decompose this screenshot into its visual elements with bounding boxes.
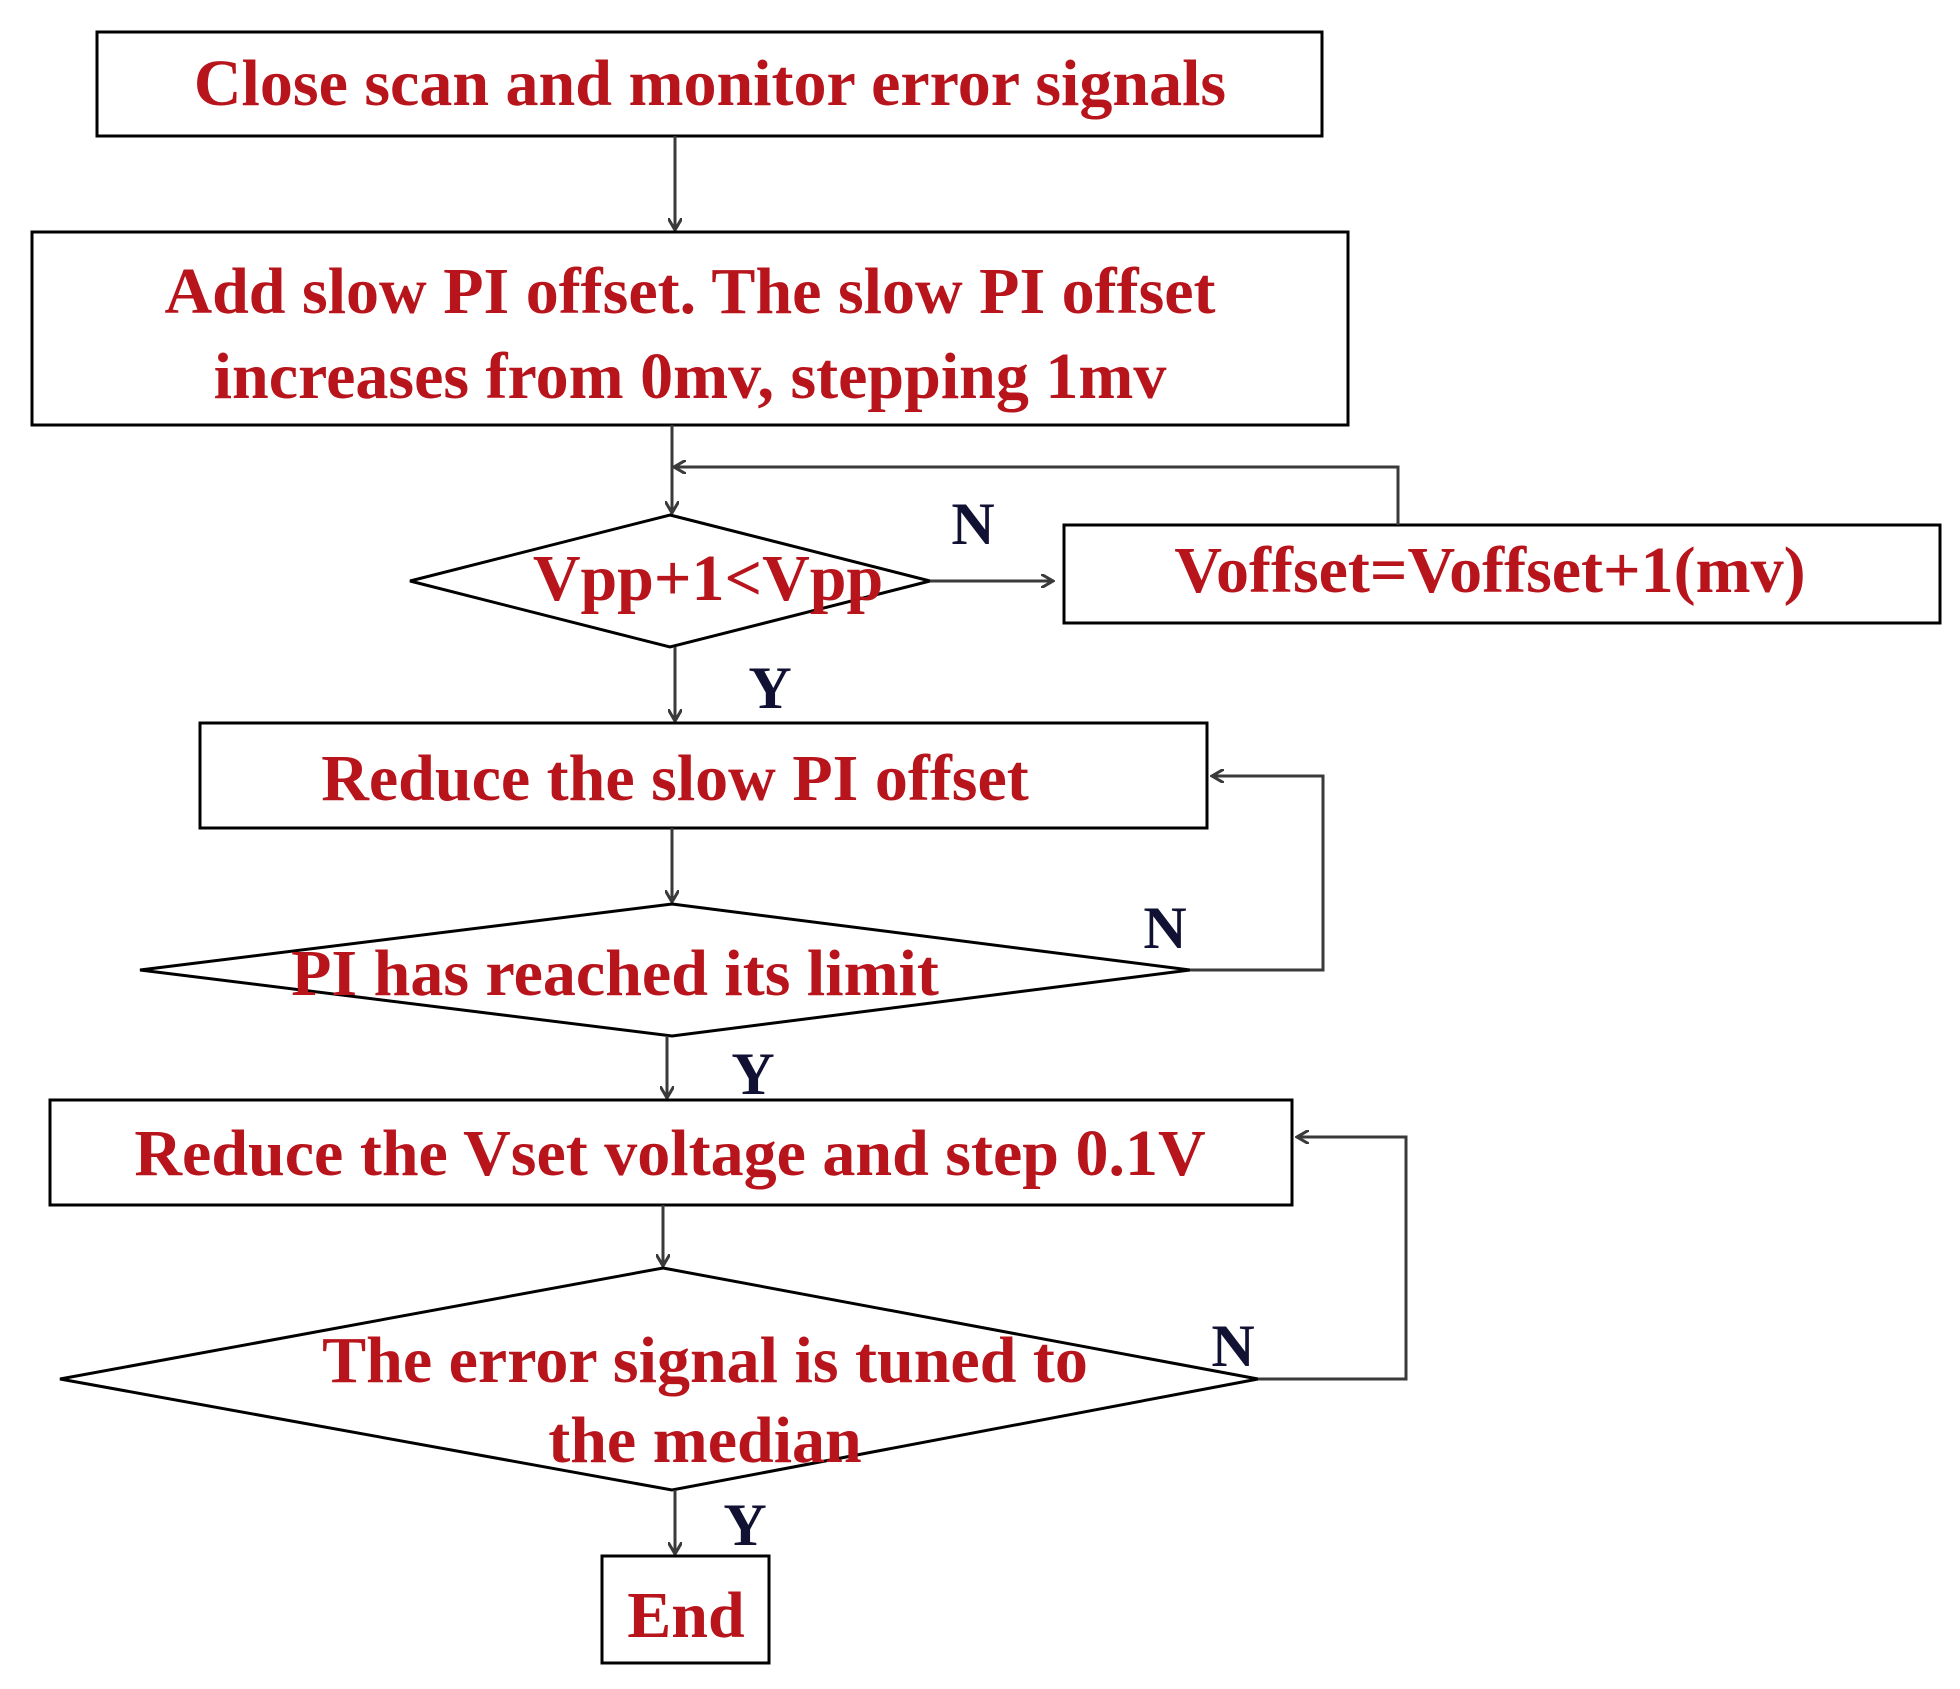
connector-limit-no [1190,776,1325,972]
decision-pi-limit-label: PI has reached its limit [291,937,939,1010]
branch-label-median-yes: Y [723,1492,766,1558]
connector-voffset-loop [674,467,1400,525]
step-voffset-box [1062,523,1942,625]
step-reduce-offset-label: Reduce the slow PI offset [321,742,1029,815]
step-reduce-vset-label: Reduce the Vset voltage and step 0.1V [134,1117,1205,1190]
terminal-end-label: End [627,1579,744,1652]
branch-label-limit-no: N [1143,895,1186,961]
branch-label-median-no: N [1211,1313,1254,1379]
step-add-offset-label-line1: Add slow PI offset. The slow PI offset [164,255,1215,328]
connector-median-no [1258,1137,1408,1381]
decision-vpp-check-label: Vpp+1<Vpp [533,542,883,615]
step-reduce-vset-box [48,1098,1294,1207]
branch-label-vpp-yes: Y [748,655,791,721]
step-reduce-offset-box [198,721,1209,830]
decision-median-label-line2: the median [548,1404,862,1477]
decision-pi-limit [139,902,1191,1038]
step-add-offset-box [30,230,1350,427]
step-voffset-label: Voffset=Voffset+1(mv) [1174,534,1805,607]
branch-label-limit-yes: Y [731,1041,774,1107]
terminal-end-box [600,1554,771,1665]
branch-label-vpp-no: N [951,491,994,557]
decision-median-label-line1: The error signal is tuned to [322,1324,1088,1397]
decision-vpp-check [409,513,931,649]
step-close-scan-label: Close scan and monitor error signals [194,47,1226,120]
decision-median [59,1266,1259,1492]
step-add-offset-label-line2: increases from 0mv, stepping 1mv [214,340,1167,413]
step-close-scan-box [95,30,1324,138]
